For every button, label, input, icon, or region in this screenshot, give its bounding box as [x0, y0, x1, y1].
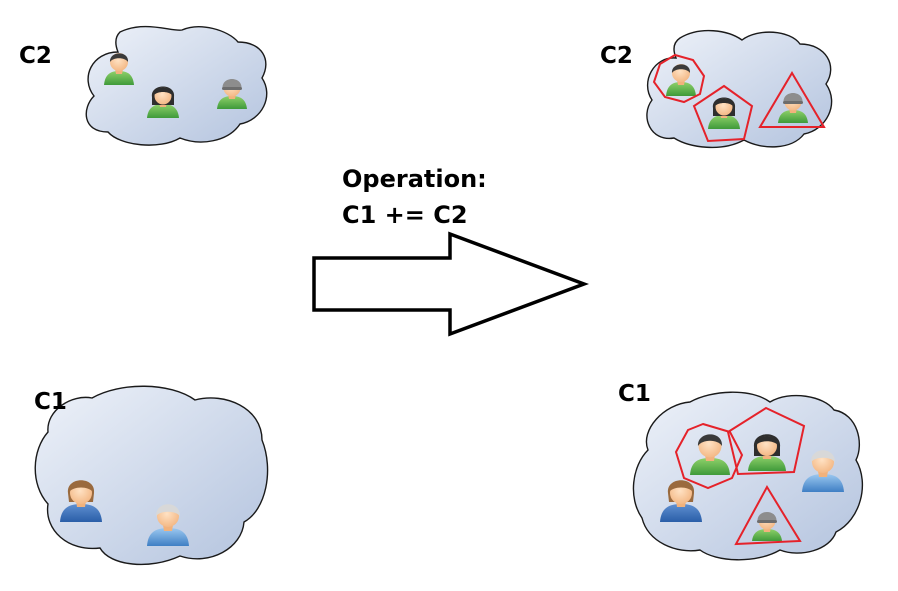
person-green-icon [666, 64, 696, 96]
label-c2-after: C2 [600, 43, 633, 69]
heptagon-highlight [652, 53, 706, 104]
person-blue-icon [147, 504, 189, 546]
operation-expression: C1 += C2 [342, 201, 468, 229]
heptagon-highlight [674, 422, 744, 490]
triangle-highlight [758, 71, 826, 128]
person-green-icon [104, 53, 134, 85]
pentagon-highlight [692, 84, 754, 143]
label-c1-before: C1 [34, 389, 67, 415]
person-blue-icon [60, 480, 102, 522]
person-green-icon [752, 512, 782, 541]
person-green-icon [690, 434, 730, 475]
person-blue-icon [802, 450, 844, 492]
person-green-icon [217, 79, 247, 109]
pentagon-highlight [726, 406, 806, 476]
person-green-icon [778, 93, 808, 123]
label-c1-after: C1 [618, 381, 651, 407]
person-green-icon [748, 434, 786, 471]
cloud-icon [85, 25, 268, 146]
right-arrow-icon [312, 231, 590, 337]
person-green-icon [708, 97, 740, 129]
label-c2-before: C2 [19, 43, 52, 69]
operation-title: Operation: [342, 165, 487, 193]
person-blue-icon [660, 480, 702, 522]
triangle-highlight [734, 484, 802, 546]
person-green-icon [147, 86, 179, 118]
